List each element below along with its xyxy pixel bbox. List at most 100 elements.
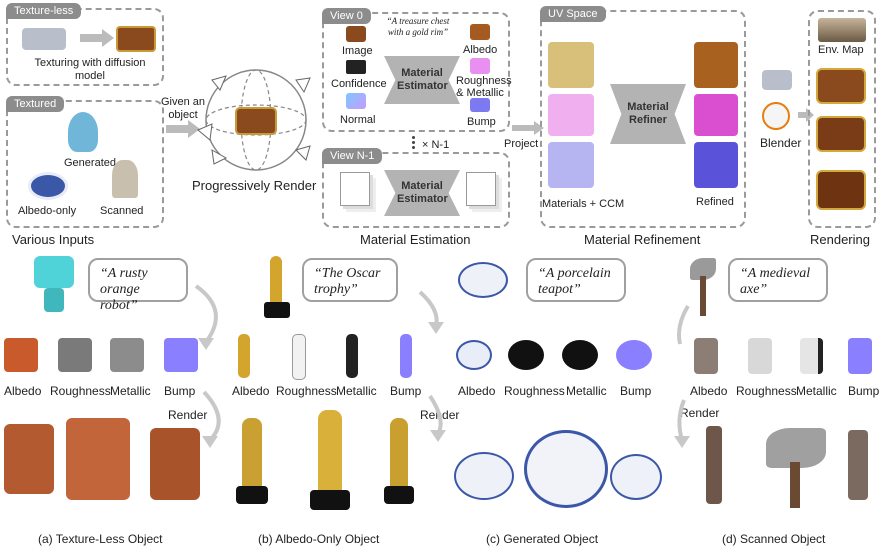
axe-render-1 <box>706 426 722 504</box>
prompt-text: “A treasure chest with a gold rim” <box>386 16 450 37</box>
view0-tag: View 0 <box>322 8 371 24</box>
roughness-a <box>58 338 92 372</box>
axe-render-2-handle <box>790 462 800 508</box>
bump-a <box>164 338 198 372</box>
material-estimator-block-n1: Material Estimator <box>384 170 460 216</box>
right-arrow-icon <box>80 34 102 42</box>
roughness-c <box>508 340 544 370</box>
progressively-render-label: Progressively Render <box>192 178 317 193</box>
roughness-d <box>748 338 772 374</box>
quote-b: “The Oscar trophy” <box>302 258 398 302</box>
render-chest-1 <box>816 68 866 104</box>
uv-roughness-map <box>548 94 594 136</box>
blender-arrow-icon <box>798 112 806 118</box>
material-refiner-label: Material Refiner <box>627 101 669 126</box>
scanned-bust-image <box>112 160 138 198</box>
oscar-render-1 <box>242 418 262 498</box>
image-label: Image <box>342 45 373 57</box>
oscar-base <box>264 302 290 318</box>
input-stack-icon <box>340 172 370 206</box>
env-map-label: Env. Map <box>818 44 864 56</box>
roughness-b <box>292 334 306 380</box>
arrow-shaft-icon <box>166 125 188 133</box>
refined-label: Refined <box>696 196 734 208</box>
robot-input-image <box>34 256 74 288</box>
texture-less-tag: Texture-less <box>6 3 82 19</box>
bump-d <box>848 338 872 374</box>
project-arrow-icon <box>512 125 534 131</box>
teapot-render-3 <box>610 454 662 500</box>
refined-roughness-map <box>694 94 738 136</box>
albedo-c-label: Albedo <box>458 384 496 398</box>
given-object-label: Given an object <box>160 96 206 121</box>
render-chest-3 <box>816 170 866 210</box>
oscar-render-base-1 <box>236 486 268 504</box>
arrow-head-icon <box>102 29 114 47</box>
teapot-input-image <box>458 262 508 298</box>
roughness-b-label: Roughness <box>276 384 337 398</box>
refined-albedo-map <box>694 42 738 88</box>
blender-logo-icon <box>762 102 790 130</box>
various-inputs-title: Various Inputs <box>12 232 95 247</box>
arrow-head-icon <box>806 108 814 122</box>
albedo-only-teapot-image <box>28 172 68 200</box>
bump-thumb <box>470 98 490 112</box>
rendering-box <box>808 10 876 228</box>
metallic-b <box>346 334 358 378</box>
viewn1-tag: View N-1 <box>322 148 383 164</box>
render-chest-2 <box>816 116 866 152</box>
teapot-render-2 <box>524 430 608 508</box>
view0-box <box>322 12 510 132</box>
bump-b <box>400 334 412 378</box>
axe-render-3 <box>848 430 868 500</box>
uv-bump-map <box>548 142 594 188</box>
material-estimator-block: Material Estimator <box>384 56 460 104</box>
quote-d: “A medieval axe” <box>728 258 828 302</box>
albedo-a <box>4 338 38 372</box>
uv-space-tag: UV Space <box>540 6 606 22</box>
metallic-d-label: Metallic <box>796 384 837 398</box>
oscar-render-base-2 <box>310 490 350 510</box>
ellipsis-icon <box>412 136 415 139</box>
viewn1-box <box>322 152 510 228</box>
roughness-metallic-label: Roughness & Metallic <box>456 75 512 99</box>
material-refinement-title: Material Refinement <box>584 232 701 247</box>
generated-label: Generated <box>64 157 116 169</box>
uv-space-box <box>540 10 746 228</box>
bump-label: Bump <box>467 116 496 128</box>
materials-ccm-label: Materials + CCM <box>542 198 625 210</box>
caption-a: (a) Texture-Less Object <box>38 532 163 546</box>
axe-input-head <box>690 258 716 280</box>
textured-chest-image <box>116 26 156 52</box>
material-refiner-block: Material Refiner <box>610 84 686 144</box>
albedo-label: Albedo <box>463 44 498 56</box>
confidence-thumb <box>346 60 366 74</box>
oscar-input-image <box>270 256 282 304</box>
generated-character-image <box>68 112 98 152</box>
bump-c <box>616 340 652 370</box>
albedo-a-label: Albedo <box>4 384 42 398</box>
teapot-render-1 <box>454 452 514 500</box>
robot-render-2 <box>66 418 130 500</box>
uv-albedo-map <box>548 42 594 88</box>
bump-a-label: Bump <box>164 384 196 398</box>
bump-b-label: Bump <box>390 384 422 398</box>
texturing-caption: Texturing with diffusion model <box>34 57 146 82</box>
image-thumb <box>346 26 366 42</box>
metallic-c-label: Metallic <box>566 384 607 398</box>
times-n1-label: × N-1 <box>422 139 450 151</box>
oscar-render-2 <box>318 410 342 498</box>
render-d-label: Render <box>680 406 720 420</box>
albedo-b <box>238 334 250 378</box>
project-label: Project <box>504 138 539 150</box>
normal-label: Normal <box>340 114 376 126</box>
robot-body <box>44 288 64 312</box>
albedo-thumb <box>470 24 490 40</box>
roughness-d-label: Roughness <box>736 384 797 398</box>
caption-d: (d) Scanned Object <box>722 532 826 546</box>
robot-render-3 <box>150 428 200 500</box>
arrow-head-icon <box>188 120 200 138</box>
render-a-label: Render <box>168 408 208 422</box>
axe-render-2-head <box>766 428 826 468</box>
robot-render-1 <box>4 424 54 494</box>
